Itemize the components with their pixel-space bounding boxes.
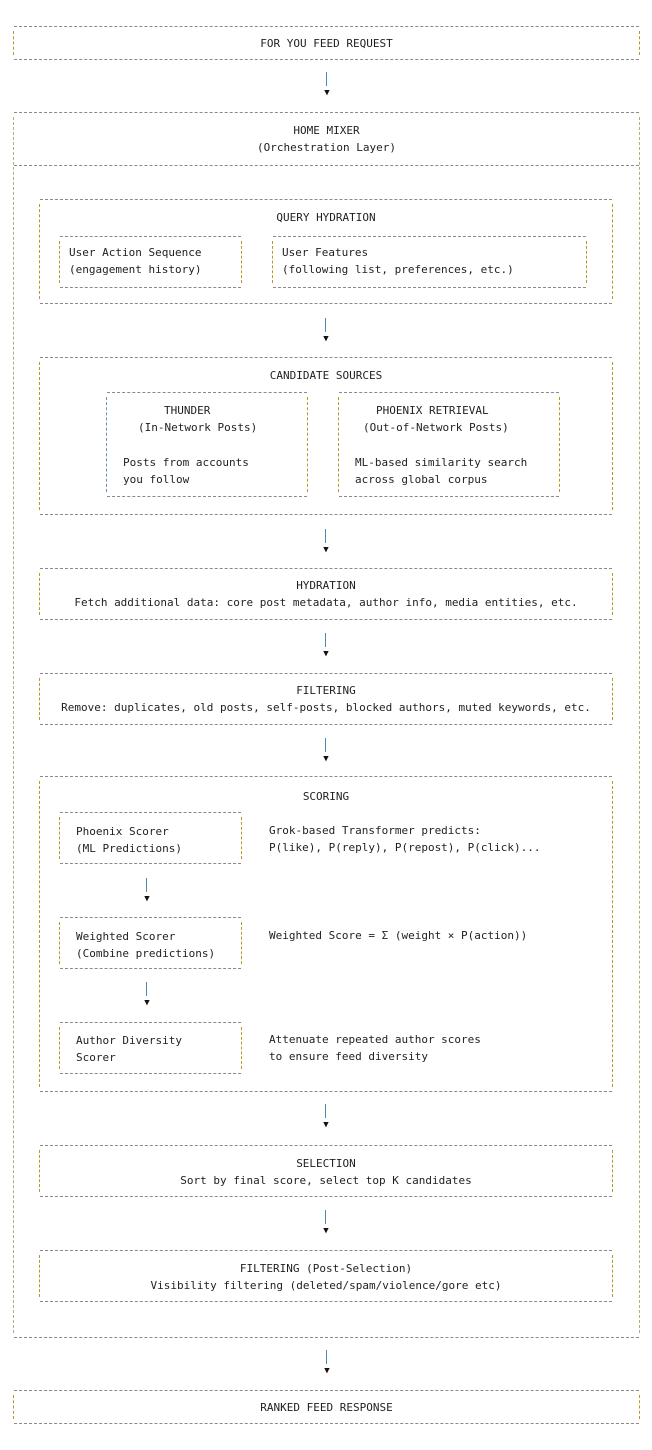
arrow-mixer-to-response: ▼: [321, 1350, 333, 1382]
home-mixer-divider: [14, 165, 639, 166]
post-selection-filtering-box: FILTERING (Post-Selection) Visibility fi…: [39, 1250, 613, 1302]
thunder-box: THUNDER (In-Network Posts) Posts from ac…: [106, 392, 308, 497]
home-mixer-subtitle: (Orchestration Layer): [256, 141, 397, 154]
thunder-desc-line1: Posts from accounts: [123, 456, 249, 469]
author-diversity-line1: Author Diversity: [76, 1034, 182, 1047]
user-action-sequence-box: User Action Sequence (engagement history…: [59, 236, 242, 288]
candidate-sources-box: CANDIDATE SOURCES: [39, 357, 613, 515]
arrow-request-to-mixer: ▼: [321, 72, 333, 104]
hydration-box: HYDRATION Fetch additional data: core po…: [39, 568, 613, 620]
phoenix-retrieval-desc-line1: ML-based similarity search: [355, 456, 528, 469]
selection-title: SELECTION: [296, 1157, 356, 1170]
hydration-title: HYDRATION: [296, 579, 356, 592]
filtering-box: FILTERING Remove: duplicates, old posts,…: [39, 673, 613, 725]
user-action-line1: User Action Sequence: [69, 246, 202, 259]
phoenix-scorer-line2: (ML Predictions): [76, 842, 182, 855]
arrow-weighted-to-diversity: ▼: [141, 982, 153, 1014]
user-action-line2: (engagement history): [69, 263, 202, 276]
weighted-scorer-box: Weighted Scorer (Combine predictions): [59, 917, 242, 969]
arrow-down-icon: ▼: [323, 1120, 329, 1130]
author-diversity-line2: Scorer: [76, 1051, 116, 1064]
ranked-feed-response-label: RANKED FEED RESPONSE: [260, 1401, 393, 1414]
arrow-down-icon: ▼: [144, 894, 150, 904]
arrow-query-to-candidates: ▼: [320, 318, 332, 350]
weighted-scorer-desc: Weighted Score = Σ (weight × P(action)): [269, 929, 528, 942]
arrow-hydration-to-filtering: ▼: [320, 633, 332, 665]
phoenix-scorer-line1: Phoenix Scorer: [76, 825, 169, 838]
author-diversity-desc-line1: Attenuate repeated author scores: [269, 1033, 481, 1046]
arrow-down-icon: ▼: [323, 754, 329, 764]
post-filtering-desc: Visibility filtering (deleted/spam/viole…: [150, 1279, 502, 1292]
query-hydration-box: QUERY HYDRATION: [39, 199, 613, 304]
weighted-scorer-line2: (Combine predictions): [76, 947, 216, 960]
scoring-title: SCORING: [302, 790, 350, 803]
weighted-scorer-line1: Weighted Scorer: [76, 930, 176, 943]
thunder-desc-line2: you follow: [123, 473, 190, 486]
arrow-down-icon: ▼: [324, 1366, 330, 1376]
home-mixer-title: HOME MIXER: [293, 124, 360, 137]
feed-request-label: FOR YOU FEED REQUEST: [260, 37, 393, 50]
post-filtering-title: FILTERING (Post-Selection): [239, 1262, 413, 1275]
user-features-line2: (following list, preferences, etc.): [282, 263, 514, 276]
candidate-sources-title: CANDIDATE SOURCES: [269, 369, 383, 382]
user-features-box: User Features (following list, preferenc…: [272, 236, 587, 288]
scoring-box: SCORING: [39, 776, 613, 1092]
phoenix-retrieval-box: PHOENIX RETRIEVAL (Out-of-Network Posts)…: [338, 392, 560, 497]
user-features-line1: User Features: [282, 246, 369, 259]
phoenix-retrieval-desc-line2: across global corpus: [355, 473, 488, 486]
ranked-feed-response-box: RANKED FEED RESPONSE: [13, 1390, 640, 1424]
filtering-desc: Remove: duplicates, old posts, self-post…: [61, 701, 591, 714]
feed-request-box: FOR YOU FEED REQUEST: [13, 26, 640, 60]
arrow-down-icon: ▼: [323, 1226, 329, 1236]
arrow-selection-to-post-filtering: ▼: [320, 1210, 332, 1242]
phoenix-scorer-box: Phoenix Scorer (ML Predictions): [59, 812, 242, 864]
phoenix-scorer-desc-line1: Grok-based Transformer predicts:: [269, 824, 481, 837]
phoenix-retrieval-title: PHOENIX RETRIEVAL: [376, 404, 489, 417]
author-diversity-scorer-box: Author Diversity Scorer: [59, 1022, 242, 1074]
thunder-subtitle: (In-Network Posts): [138, 421, 258, 434]
arrow-phoenix-to-weighted: ▼: [141, 878, 153, 910]
arrow-down-icon: ▼: [323, 334, 329, 344]
phoenix-scorer-desc-line2: P(like), P(reply), P(repost), P(click)..…: [269, 841, 541, 854]
arrow-filtering-to-scoring: ▼: [320, 738, 332, 770]
hydration-desc: Fetch additional data: core post metadat…: [74, 596, 578, 609]
arrow-scoring-to-selection: ▼: [320, 1104, 332, 1136]
thunder-title: THUNDER: [164, 404, 211, 417]
query-hydration-title: QUERY HYDRATION: [276, 211, 376, 224]
arrow-down-icon: ▼: [144, 998, 150, 1008]
arrow-down-icon: ▼: [323, 649, 329, 659]
arrow-candidates-to-hydration: ▼: [320, 529, 332, 561]
arrow-down-icon: ▼: [323, 545, 329, 555]
selection-box: SELECTION Sort by final score, select to…: [39, 1145, 613, 1197]
selection-desc: Sort by final score, select top K candid…: [180, 1174, 472, 1187]
phoenix-retrieval-subtitle: (Out-of-Network Posts): [363, 421, 509, 434]
home-mixer-container: HOME MIXER (Orchestration Layer): [13, 112, 640, 1338]
author-diversity-desc-line2: to ensure feed diversity: [269, 1050, 428, 1063]
filtering-title: FILTERING: [296, 684, 356, 697]
arrow-down-icon: ▼: [324, 88, 330, 98]
